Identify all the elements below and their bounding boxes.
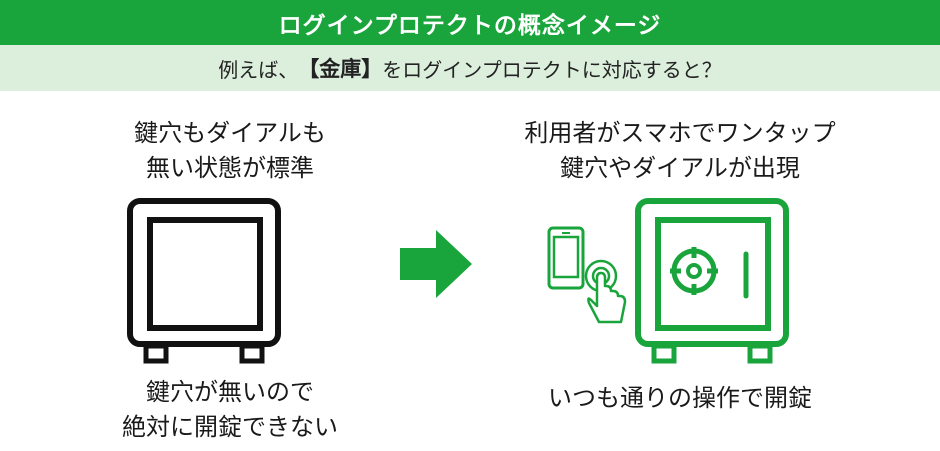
smartphone-icon	[547, 226, 585, 290]
tap-finger-icon	[584, 259, 627, 324]
right-caption-top-line2: 鍵穴やダイアルが出現	[560, 154, 800, 182]
left-caption-bottom: 鍵穴が無いので 絶対に開錠できない	[60, 375, 400, 445]
right-caption-bottom: いつも通りの操作で開錠	[480, 381, 880, 416]
subtitle-emphasis: 【金庫】	[298, 57, 383, 81]
arrow-right-icon	[400, 230, 472, 298]
safe-icon	[127, 198, 281, 364]
subtitle-bar: 例えば、 【金庫】 をログインプロテクトに対応すると？	[0, 45, 940, 91]
left-caption-bottom-line1: 鍵穴が無いので	[146, 378, 314, 406]
left-caption-top: 鍵穴もダイアルも 無い状態が標準	[60, 116, 400, 186]
safe-with-dial-icon	[635, 198, 789, 364]
right-caption-bottom-line1: いつも通りの操作で開錠	[548, 384, 812, 412]
left-caption-top-line1: 鍵穴もダイアルも	[134, 119, 326, 147]
right-caption-top-line1: 利用者がスマホでワンタップ	[524, 119, 836, 147]
left-caption-top-line2: 無い状態が標準	[146, 154, 314, 182]
right-caption-top: 利用者がスマホでワンタップ 鍵穴やダイアルが出現	[480, 116, 880, 186]
page-title: ログインプロテクトの概念イメージ	[278, 12, 662, 39]
subtitle-suffix: をログインプロテクトに対応すると？	[382, 57, 722, 82]
subtitle-prefix: 例えば、	[218, 57, 299, 82]
title-bar: ログインプロテクトの概念イメージ	[0, 0, 940, 45]
left-caption-bottom-line2: 絶対に開錠できない	[122, 413, 338, 441]
dial-icon	[670, 247, 718, 295]
